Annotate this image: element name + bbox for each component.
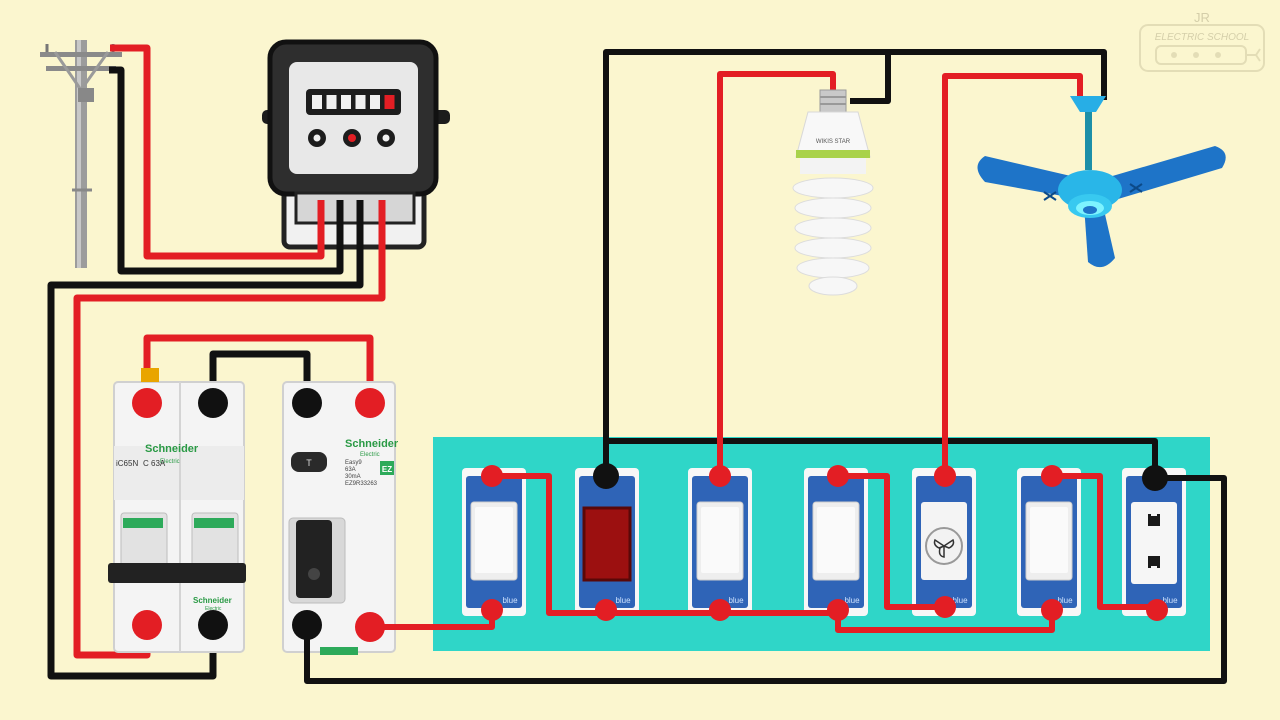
wire-terminal xyxy=(1041,599,1063,621)
rccb-sensitivity: 30mA xyxy=(345,474,361,480)
wire-terminal xyxy=(1142,465,1168,491)
rccb-model: Easy9 xyxy=(345,460,362,466)
wire-terminal xyxy=(827,465,849,487)
wire-terminal xyxy=(595,599,617,621)
wire-terminal xyxy=(355,388,385,418)
mcb-brand-sub: Electric xyxy=(160,459,180,465)
mcb-bottom-brand-sub: Electric xyxy=(205,606,222,612)
wire-terminal xyxy=(355,612,385,642)
rccb-breaker: Schneider Electric Easy9 63A 30mA EZ9R33… xyxy=(282,381,399,655)
module-brand-text: blue xyxy=(952,596,968,605)
board-module-switch: blue xyxy=(462,468,526,616)
wire-terminal xyxy=(709,599,731,621)
switch-board-modules: blue blue blue blue blue blue blue xyxy=(462,468,1186,616)
module-brand-text: blue xyxy=(844,596,860,605)
rccb-current: 63A xyxy=(345,467,356,473)
meter-digit xyxy=(355,95,366,109)
ceiling-fan-icon xyxy=(977,96,1226,268)
module-brand-text: blue xyxy=(1162,596,1178,605)
wire-terminal xyxy=(198,610,228,640)
utility-pole-icon xyxy=(40,40,122,268)
rccb-badge: EZ xyxy=(382,465,392,474)
pilot-lamp-indicator xyxy=(582,506,632,582)
wire-terminal xyxy=(934,596,956,618)
wire-terminal xyxy=(1041,465,1063,487)
wire-terminal xyxy=(198,388,228,418)
mcb-brand: Schneider xyxy=(145,443,199,455)
mcb-rating: C 63A xyxy=(143,459,166,468)
rccb-toggle xyxy=(296,520,332,598)
fan-symbol-icon xyxy=(933,538,955,558)
rccb-brand: Schneider xyxy=(345,438,399,450)
meter-digit xyxy=(312,95,322,109)
wire-terminal xyxy=(481,599,503,621)
meter-digit xyxy=(384,95,395,109)
meter-digit xyxy=(370,95,380,109)
mcb-model: iC65N xyxy=(116,459,138,468)
rccb-test-label: T xyxy=(306,458,312,468)
meter-digits xyxy=(312,95,395,109)
rccb-part-number: EZ9R33263 xyxy=(345,481,378,487)
wire-terminal xyxy=(292,388,322,418)
board-module-pilot-lamp: blue xyxy=(575,468,639,616)
terminal-points xyxy=(132,388,1168,642)
module-brand-text: blue xyxy=(1057,596,1073,605)
mcb-toggle-bar xyxy=(108,563,246,583)
module-brand-text: blue xyxy=(728,596,744,605)
module-brand-text: blue xyxy=(502,596,518,605)
wire-terminal xyxy=(481,465,503,487)
wire-terminal xyxy=(934,465,956,487)
wire-terminal xyxy=(593,463,619,489)
lamp-cap-text: WIKIS STAR xyxy=(816,139,851,145)
electric-school-watermark: JR ELECTRIC SCHOOL xyxy=(1139,10,1265,72)
rccb-test-button xyxy=(291,452,327,472)
module-brand-text: blue xyxy=(615,596,631,605)
wire-terminal xyxy=(292,610,322,640)
meter-digit xyxy=(341,95,351,109)
mcb-bottom-brand: Schneider xyxy=(193,596,232,605)
wire-terminal xyxy=(827,599,849,621)
energy-meter xyxy=(262,39,450,250)
watermark-text: ELECTRIC SCHOOL xyxy=(1155,32,1249,43)
board-module-switch: blue xyxy=(1017,468,1081,616)
mcb-breaker: Schneider Electric iC65N C 63A Schneider… xyxy=(108,368,246,653)
wire-terminal xyxy=(132,610,162,640)
power-socket[interactable] xyxy=(1131,502,1177,584)
rccb-brand-sub: Electric xyxy=(360,452,380,458)
wire-terminal xyxy=(709,465,731,487)
board-module-fan-regulator: blue xyxy=(912,468,976,616)
wire-terminal xyxy=(132,388,162,418)
board-module-socket: blue xyxy=(1122,468,1186,616)
board-module-switch: blue xyxy=(804,468,868,616)
board-module-switch: blue xyxy=(688,468,752,616)
watermark-brand: JR xyxy=(1194,10,1210,25)
cfl-lamp-icon: WIKIS STAR xyxy=(792,89,874,296)
socket-holes-icon xyxy=(1148,514,1160,568)
wire-terminal xyxy=(1146,599,1168,621)
meter-digit xyxy=(326,95,337,109)
